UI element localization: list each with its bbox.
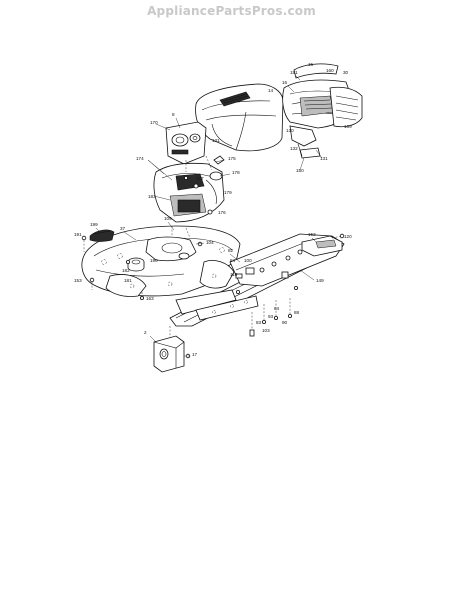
callout-179: 179 (224, 190, 232, 195)
callout-8: 8 (172, 112, 175, 117)
callout-83: 83 (256, 320, 262, 325)
callout-160: 160 (326, 68, 334, 73)
callout-84b: 84 (274, 306, 280, 311)
callout-176: 176 (218, 210, 226, 215)
callout-37: 37 (120, 226, 126, 231)
rear-bumper-part[interactable] (301, 235, 343, 257)
hood-vent-grille (219, 91, 251, 107)
dash-panel-part[interactable] (165, 121, 207, 165)
callout-153: 153 (74, 278, 82, 283)
callout-152: 152 (308, 232, 316, 237)
callout-149: 149 (316, 278, 324, 283)
leader-lines (95, 75, 323, 343)
callout-191: 191 (74, 232, 82, 237)
console-housing-part[interactable] (153, 162, 225, 223)
grille-bracket-part[interactable] (289, 125, 321, 159)
callout-150: 150 (296, 168, 304, 173)
callout-190: 190 (150, 258, 158, 263)
callout-14: 14 (268, 88, 274, 93)
grille-insert-part[interactable] (329, 86, 363, 128)
footrest-hardware[interactable] (81, 226, 203, 300)
callout-93: 93 (268, 314, 274, 319)
callout-131: 131 (320, 156, 328, 161)
callout-120: 120 (344, 234, 352, 239)
axle-bolt-part[interactable] (184, 353, 191, 359)
callout-181: 181 (124, 278, 132, 283)
callout-174: 174 (136, 156, 144, 161)
callout-163: 163 (146, 296, 154, 301)
watermark-text: AppliancePartsPros.com (147, 4, 316, 18)
callout-178: 178 (232, 170, 240, 175)
callout-16: 16 (282, 80, 288, 85)
pedal-pad-part[interactable] (89, 229, 115, 242)
callout-169: 169 (344, 124, 352, 129)
callout-15: 15 (308, 62, 314, 67)
callout-30: 30 (343, 70, 349, 75)
callout-177: 177 (196, 176, 204, 181)
callout-130: 130 (286, 128, 294, 133)
callout-182: 182 (122, 268, 130, 273)
callout-199: 199 (90, 222, 98, 227)
frame-side-plate-part[interactable] (175, 289, 259, 321)
callout-131b: 131 (212, 138, 220, 143)
headlight-lens-part[interactable] (293, 63, 339, 79)
callout-183: 183 (148, 194, 156, 199)
callout-170: 170 (150, 120, 158, 125)
callout-2: 2 (144, 330, 147, 335)
callout-labels: 14 15 160 30 151 16 169 130 131 132 150 … (74, 62, 352, 357)
callout-84: 84 (230, 258, 236, 263)
callout-110: 110 (230, 272, 238, 277)
callout-151: 151 (290, 70, 298, 75)
hood-part[interactable] (195, 83, 284, 152)
callout-82: 82 (228, 248, 234, 253)
fuel-cap-part[interactable] (127, 257, 145, 272)
front-axle-bracket-part[interactable] (153, 326, 185, 373)
callout-132: 132 (290, 146, 298, 151)
callout-88: 88 (294, 310, 300, 315)
frame-hardware[interactable] (235, 233, 345, 337)
callout-175: 175 (228, 156, 236, 161)
callout-100: 100 (244, 258, 252, 263)
callout-104: 104 (206, 240, 214, 245)
callout-90: 90 (282, 320, 288, 325)
callout-103: 103 (262, 328, 270, 333)
callout-109: 109 (164, 216, 172, 221)
callout-17: 17 (192, 352, 198, 357)
